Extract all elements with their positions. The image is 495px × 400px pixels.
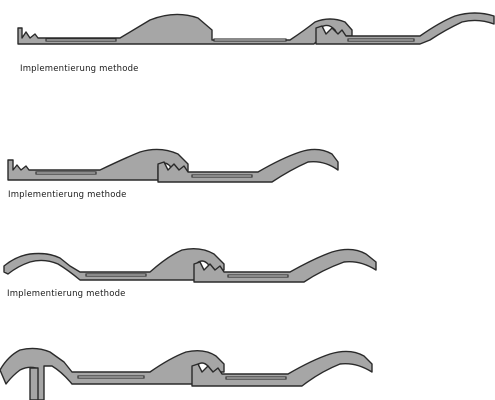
row-3-profile-left xyxy=(3,247,225,281)
row-4-profile-right xyxy=(191,350,373,387)
caption-label: Implementierung methode xyxy=(8,190,127,200)
row-3-profile-right xyxy=(193,248,377,283)
caption-label: Implementierung methode xyxy=(7,289,126,299)
caption-label: Implementierung methode xyxy=(20,64,139,74)
row-4-profile-left xyxy=(0,347,225,400)
row-1-profile-right xyxy=(315,12,495,45)
row-1-profile-left xyxy=(17,13,353,45)
row-2-profile-right xyxy=(157,148,339,183)
